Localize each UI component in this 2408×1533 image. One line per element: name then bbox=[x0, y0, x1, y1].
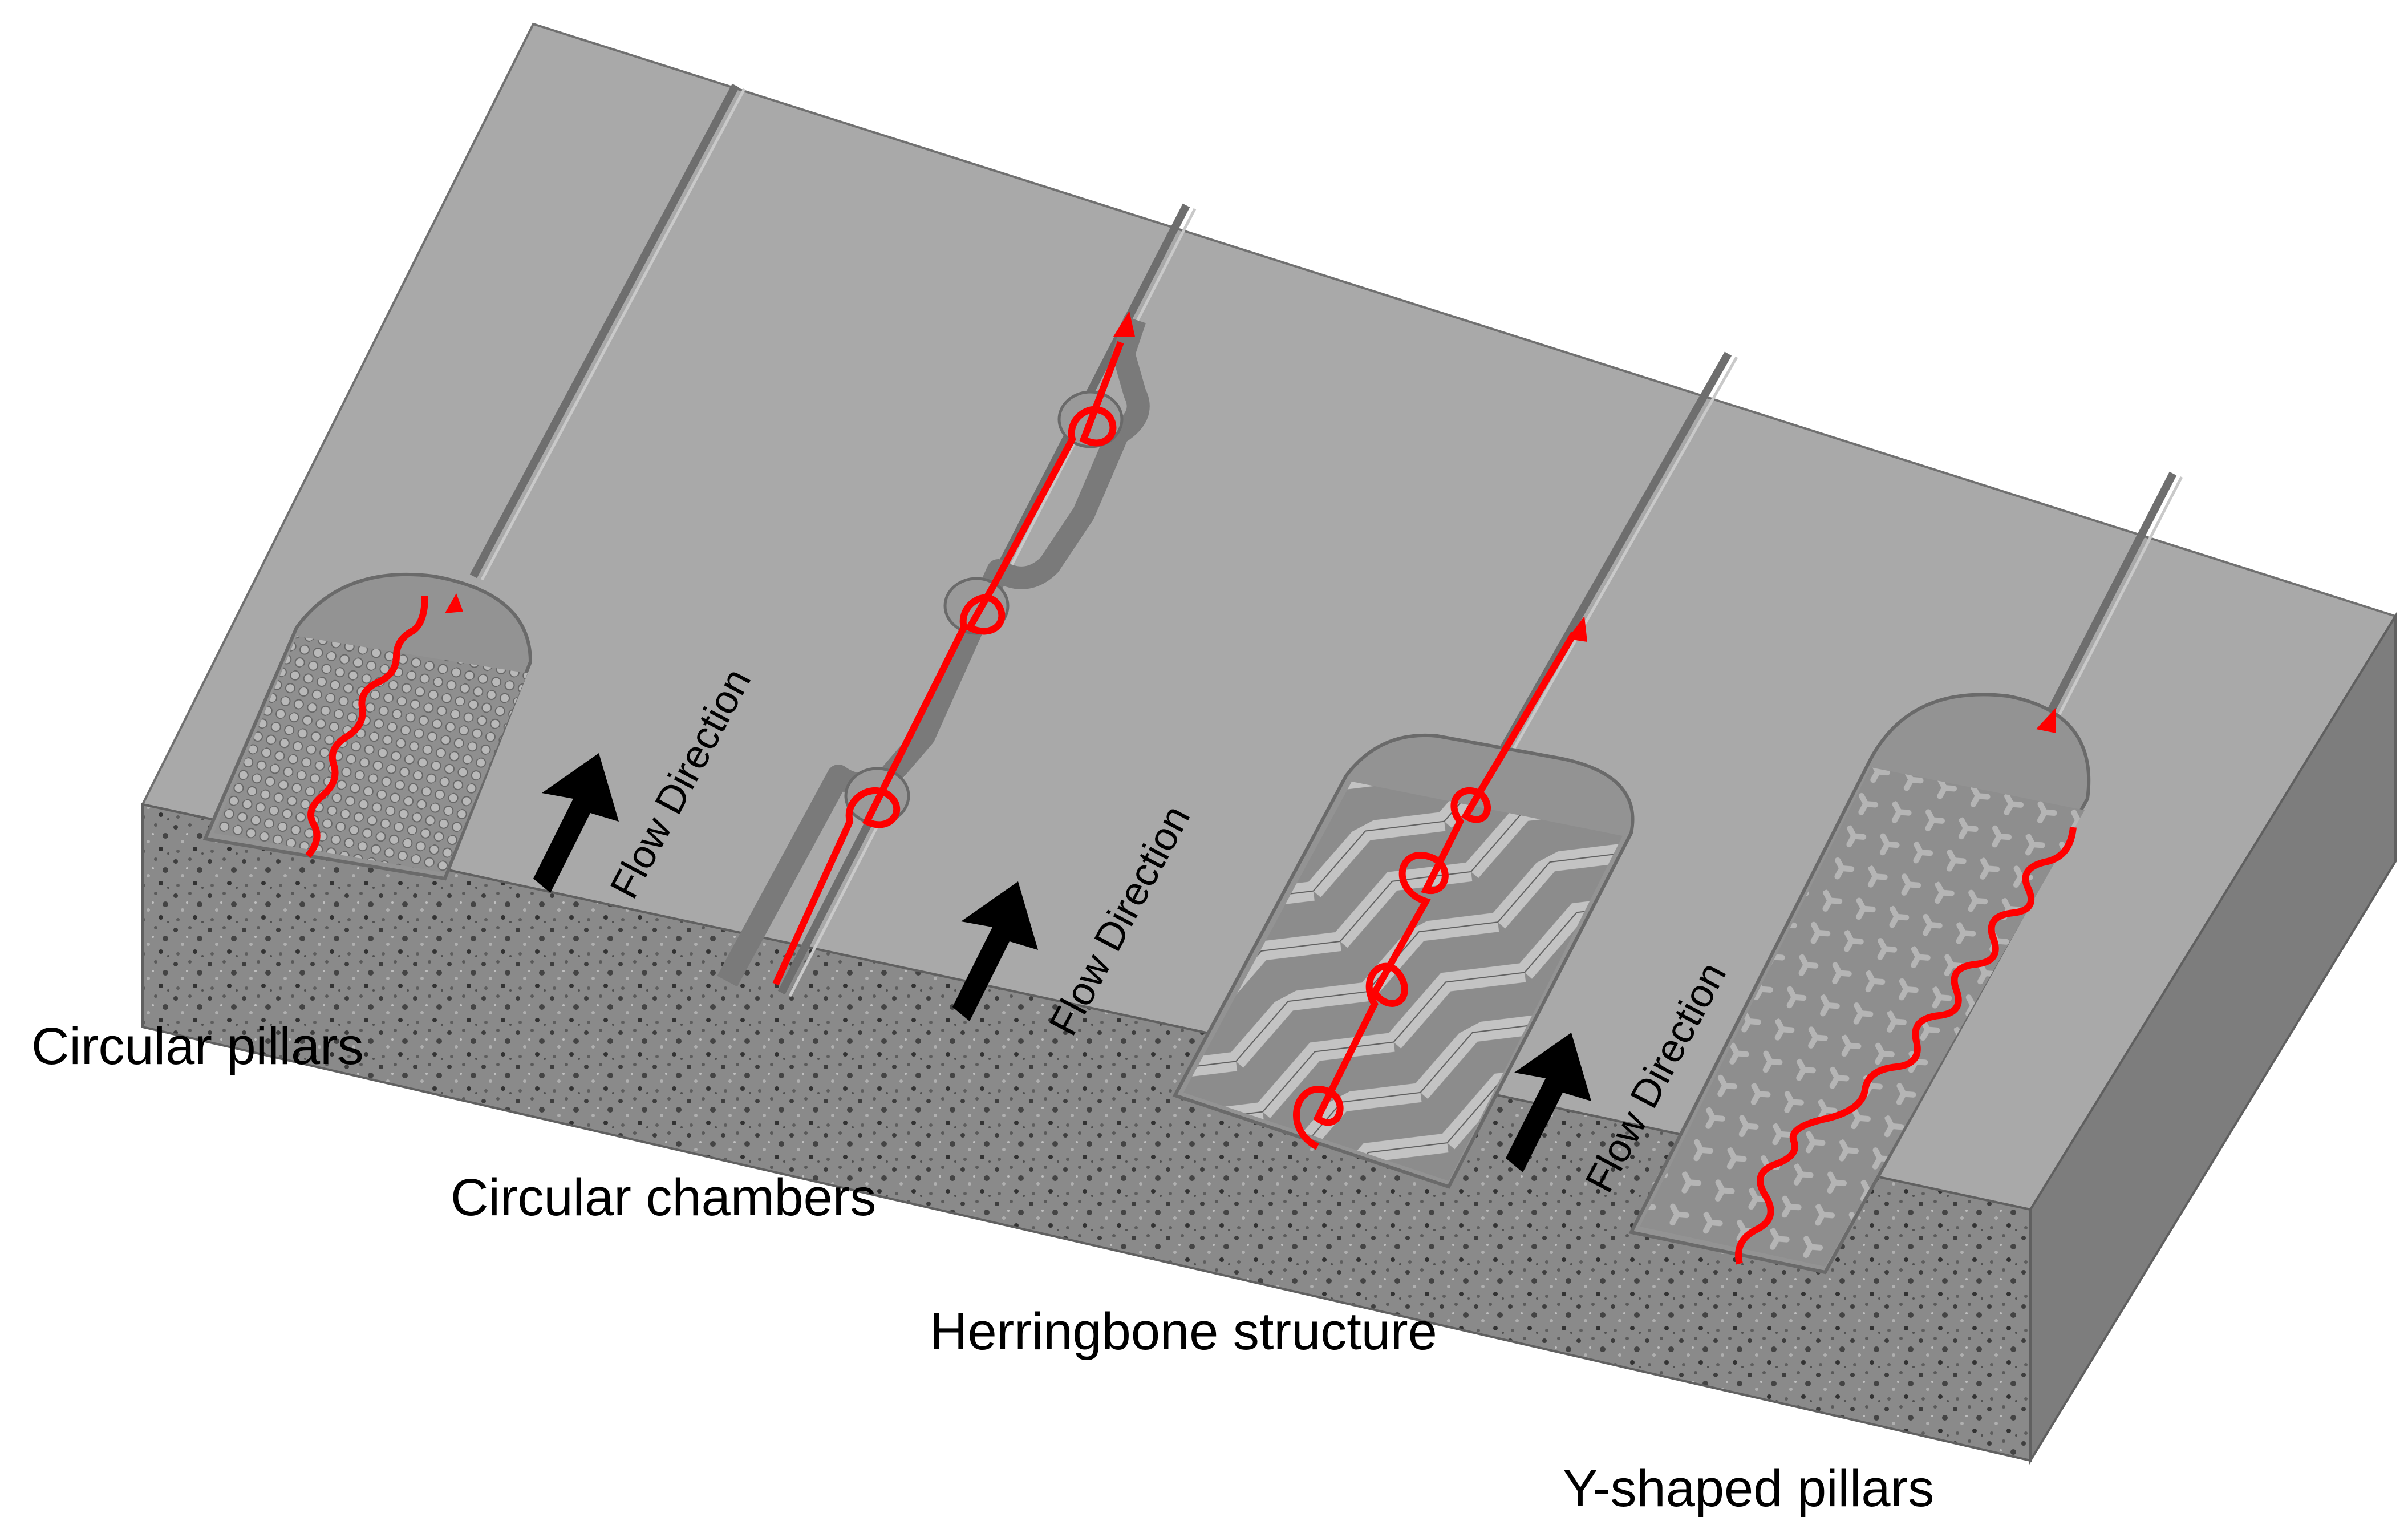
label-herringbone: Herringbone structure bbox=[930, 1303, 1437, 1361]
arrow-up-right-icon bbox=[952, 881, 1038, 1021]
flow-path-arrowhead bbox=[1113, 311, 1135, 337]
flow-path-herringbone bbox=[1293, 631, 1578, 1150]
y-pillars-chamber bbox=[1628, 693, 2091, 1275]
arrow-up-right-icon bbox=[533, 753, 619, 893]
label-circular-pillars: Circular pillars bbox=[31, 1017, 364, 1075]
flow-path-arrowhead bbox=[1567, 616, 1587, 642]
label-circular-chambers: Circular chambers bbox=[451, 1168, 876, 1227]
flow-path-arrowhead bbox=[2036, 707, 2056, 733]
chip-right-face bbox=[2029, 612, 2397, 1465]
flow-path-circular-pillars bbox=[305, 596, 428, 858]
arrow-up-right-icon bbox=[1506, 1033, 1591, 1172]
label-y-pillars: Y-shaped pillars bbox=[1563, 1459, 1934, 1518]
flow-path-circular-chambers bbox=[772, 341, 1124, 986]
circular-pillars-chamber bbox=[202, 572, 533, 881]
herringbone-chamber bbox=[1172, 616, 1635, 1189]
flow-path-y-pillars bbox=[1735, 827, 2077, 1265]
circular-chambers-channel bbox=[717, 311, 1150, 987]
flow-path-arrowhead bbox=[445, 593, 463, 613]
